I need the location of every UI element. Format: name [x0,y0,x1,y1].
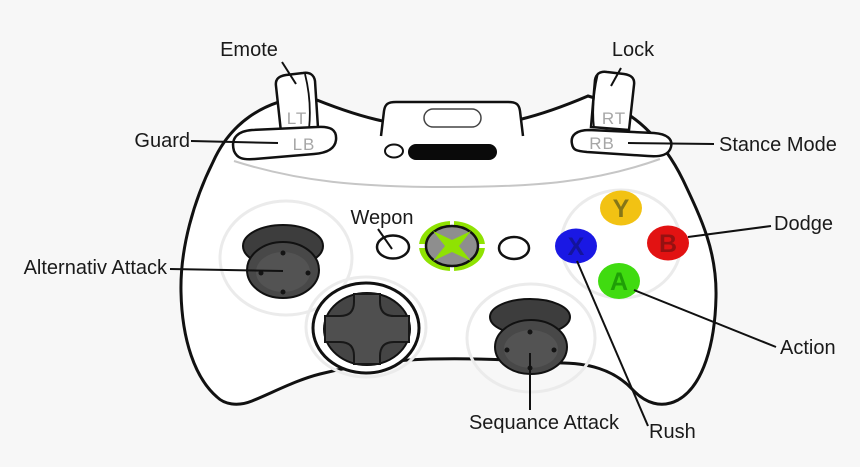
left-stick-dot [280,289,286,295]
callout-stance-mode: Stance Mode [627,134,837,156]
sync-led-oval [384,143,404,159]
callout-sequance-attack-label: Sequance Attack [469,412,620,434]
left-bumper: LB [231,125,338,161]
right-trigger: RT [589,70,636,132]
callout-guard: Guard [134,130,279,152]
callout-dodge-label: Dodge [774,213,833,235]
left-stick-dot [280,250,286,256]
connector-port [423,108,482,128]
callout-wepon-label: Wepon [350,207,413,229]
callout-lock-label: Lock [612,39,655,61]
y-button: Y [600,190,642,226]
b-button-letter: B [659,230,677,258]
callout-rush: Rush [576,260,696,443]
dpad-recess [304,275,428,379]
faceplate-seam [233,158,661,189]
y-button-letter: Y [613,195,630,223]
back-button [375,234,411,260]
x-button: X [555,228,597,264]
guide-button [417,218,487,274]
right-bumper-label: RB [589,134,615,153]
b-button: B [647,225,689,261]
callout-rush-label: Rush [649,421,696,443]
callout-action-label: Action [780,337,836,359]
left-stick [242,224,324,299]
right-stick-dot [504,347,510,353]
right-stick-dot [551,347,557,353]
callout-sequance-attack: Sequance Attack [469,353,620,434]
callout-alternativ-attack: Alternativ Attack [24,257,284,279]
start-button [497,235,531,261]
left-trigger-label: LT [287,109,308,128]
left-stick-recess [218,199,354,317]
callout-emote-label: Emote [220,39,278,61]
guide-x-icon [433,231,471,261]
right-bumper: RB [570,128,673,158]
dpad [311,281,421,375]
left-bumper-label: LB [293,135,316,154]
left-trigger: LT [274,71,320,134]
connector-housing [379,100,525,137]
callout-guard-label: Guard [134,130,190,152]
callout-alternativ-attack-label: Alternativ Attack [24,257,168,279]
callout-action: Action [633,289,836,359]
a-button: A [598,263,640,299]
callout-stance-mode-label: Stance Mode [719,134,837,156]
a-button-letter: A [610,268,628,296]
right-trigger-label: RT [602,109,626,128]
right-stick [489,298,571,375]
left-stick-dot [305,270,311,276]
charge-port-bar [408,144,497,160]
right-stick-dot [527,329,533,335]
callout-wepon: Wepon [350,207,414,250]
x-button-letter: X [568,233,585,261]
left-stick-dot [258,270,264,276]
callout-emote: Emote [220,39,297,85]
callout-dodge: Dodge [687,213,833,238]
dpad-cross [324,293,410,365]
callout-lock: Lock [610,39,655,87]
